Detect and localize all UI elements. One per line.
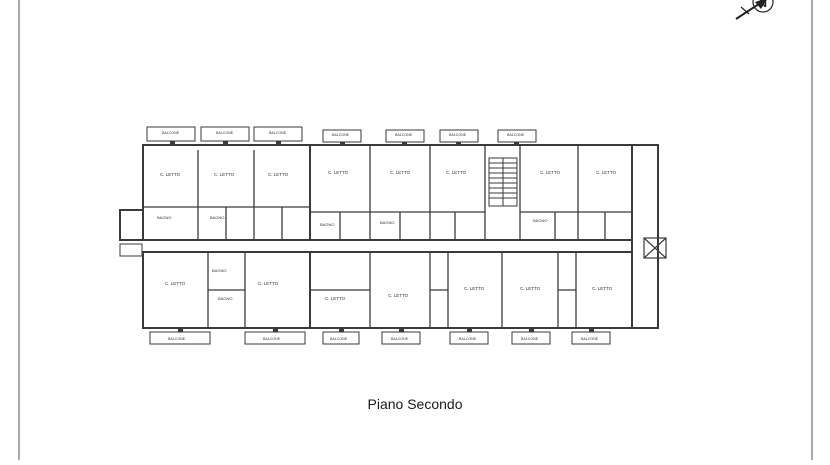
room-label-bedroom: C. LETTO xyxy=(160,172,181,177)
room-label-bedroom: C. LETTO xyxy=(388,293,409,298)
room-label-bath: BAGNO xyxy=(320,222,334,227)
room-label-bath: BAGNO xyxy=(218,296,232,301)
room-label-bath: BAGNO xyxy=(212,268,226,273)
balcony-label: BALCONE xyxy=(168,337,186,341)
balcony-label: BALCONE xyxy=(330,337,348,341)
balcony-label: BALCONE xyxy=(581,337,599,341)
room-label-bedroom: C. LETTO xyxy=(325,296,346,301)
balcony-label: BALCONE xyxy=(332,133,350,137)
building-walls xyxy=(119,144,659,329)
balcony-label: BALCONE xyxy=(216,131,234,135)
room-label-bath: BAGNO xyxy=(380,220,394,225)
room-label-bedroom: C. LETTO xyxy=(328,170,349,175)
north-arrow-icon: N xyxy=(735,0,774,20)
room-label-bath: BAGNO xyxy=(157,215,171,220)
room-label-bath: BAGNO xyxy=(210,215,224,220)
room-labels-bedroom: C. LETTO C. LETTO C. LETTO C. LETTO C. L… xyxy=(160,170,617,301)
room-label-bedroom: C. LETTO xyxy=(258,281,279,286)
north-label: N xyxy=(759,0,767,10)
room-label-bedroom: C. LETTO xyxy=(268,172,289,177)
room-label-bath: BAGNO xyxy=(533,218,547,223)
room-label-bedroom: C. LETTO xyxy=(446,170,467,175)
columns xyxy=(170,141,594,332)
room-label-bedroom: C. LETTO xyxy=(520,286,541,291)
room-label-bedroom: C. LETTO xyxy=(540,170,561,175)
room-labels-bath: BAGNO BAGNO BAGNO BAGNO BAGNO BAGNO BAGN… xyxy=(157,215,547,301)
floor-plan-caption: Piano Secondo xyxy=(367,396,463,412)
room-label-bedroom: C. LETTO xyxy=(390,170,411,175)
balcony-label: BALCONE xyxy=(459,337,477,341)
balcony-label: BALCONE xyxy=(521,337,539,341)
balcony-label: BALCONE xyxy=(395,133,413,137)
balcony-label: BALCONE xyxy=(449,133,467,137)
balcony-labels: BALCONE BALCONE BALCONE BALCONE BALCONE … xyxy=(162,131,599,341)
room-label-bedroom: C. LETTO xyxy=(596,170,617,175)
balcony-label: BALCONE xyxy=(507,133,525,137)
balcony-label: BALCONE xyxy=(269,131,287,135)
balcony-label: BALCONE xyxy=(263,337,281,341)
balcony-label: BALCONE xyxy=(162,131,180,135)
room-label-bedroom: C. LETTO xyxy=(214,172,235,177)
room-label-bedroom: C. LETTO xyxy=(464,286,485,291)
interior-partitions xyxy=(143,145,632,328)
room-label-bedroom: C. LETTO xyxy=(165,281,186,286)
balcony-label: BALCONE xyxy=(391,337,409,341)
stairwell xyxy=(488,157,518,207)
room-label-bedroom: C. LETTO xyxy=(592,286,613,291)
elevator-icon xyxy=(643,237,667,259)
